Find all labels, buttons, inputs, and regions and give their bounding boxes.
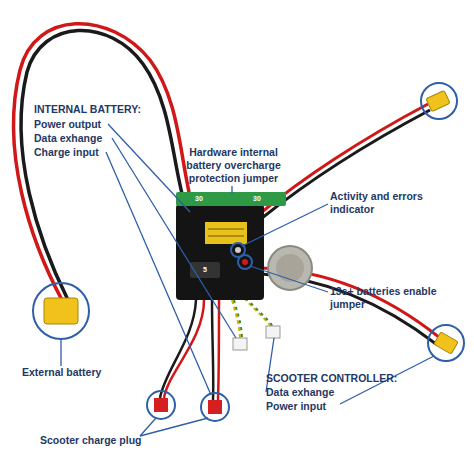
callout-circle <box>33 283 89 339</box>
callout-label: Power input <box>266 400 386 413</box>
black-wire <box>21 30 185 300</box>
fuse-jumper <box>176 192 286 206</box>
jst-plug <box>208 400 222 414</box>
red-wire <box>164 300 204 398</box>
callout-circle <box>147 391 175 419</box>
red-wire <box>14 24 192 300</box>
fuse-rating: 30 <box>250 195 264 203</box>
leader-line <box>231 186 232 193</box>
section-heading: INTERNAL BATTERY: <box>34 103 174 116</box>
callout-label: Power output <box>34 118 134 131</box>
xt30-connector <box>434 332 458 354</box>
device-label <box>205 222 247 244</box>
callout-label: Scooter charge plug <box>40 434 180 447</box>
data-wire <box>246 298 274 328</box>
leader-line <box>140 418 208 436</box>
data-wire <box>244 298 272 328</box>
callout-label: External battery <box>22 366 142 379</box>
data-wire <box>234 300 242 340</box>
label-line <box>208 229 244 230</box>
data-connector <box>233 338 247 350</box>
led <box>235 247 241 253</box>
jumper-pin <box>242 259 248 265</box>
callout-label: Data exhange <box>34 132 134 145</box>
leader-line <box>250 266 328 292</box>
callout-circle <box>201 393 229 421</box>
callout-circle <box>238 255 252 269</box>
leader-line <box>60 339 61 366</box>
leader-line <box>242 204 328 246</box>
coin-center <box>276 254 304 282</box>
jst-plug <box>154 398 168 412</box>
callout-label: Activity and errors indicator <box>330 190 440 216</box>
xt60-connector <box>44 298 78 324</box>
callout-label: Charge input <box>34 146 134 159</box>
red-wire <box>218 300 219 400</box>
label-line <box>208 236 244 237</box>
callout-label: 13s+ batteries enable jumper <box>330 285 440 311</box>
xt30-connector <box>426 90 450 111</box>
device-box <box>176 204 264 300</box>
callout-label: Data exhange <box>266 386 386 399</box>
fuse-rating: 5 <box>199 266 211 274</box>
leader-line <box>106 152 211 395</box>
data-connector <box>266 326 280 338</box>
black-wire <box>212 300 213 400</box>
callout-label: Hardware internal battery overcharge pro… <box>176 146 291 185</box>
fuse-rating: 30 <box>192 195 206 203</box>
section-heading: SCOOTER CONTROLLER: <box>266 372 426 385</box>
callout-circle <box>421 83 457 119</box>
coin <box>268 246 312 290</box>
